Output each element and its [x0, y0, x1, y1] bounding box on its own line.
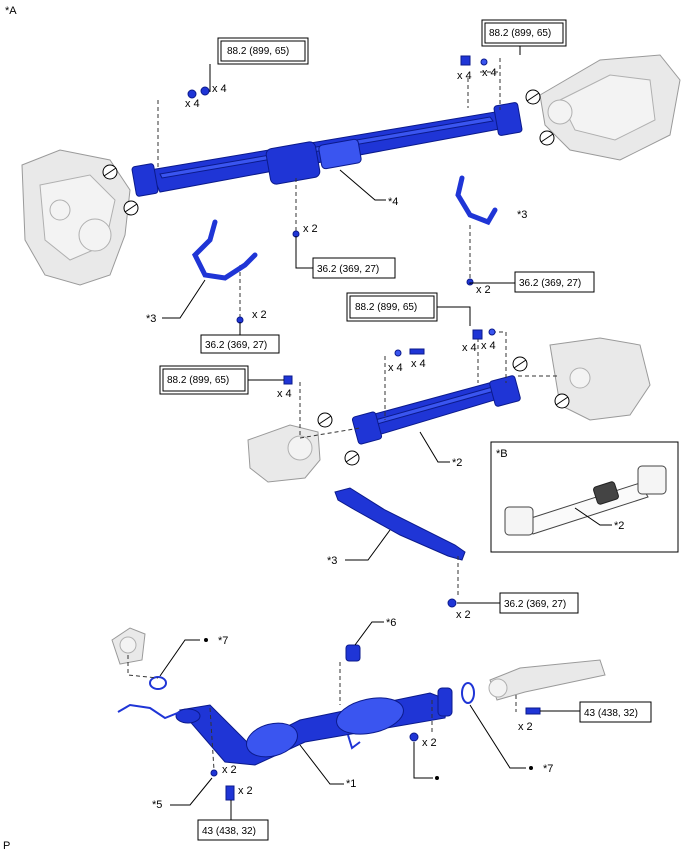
quantity-label: x 4: [212, 83, 227, 95]
torque-value: 88.2 (899, 65): [355, 302, 417, 313]
arrow-icon: [317, 356, 570, 466]
torque-spec-box: 88.2 (899, 65): [346, 292, 438, 322]
callout-label: *2: [614, 520, 624, 532]
nut-icon: [447, 598, 457, 608]
inlet-flange: [175, 708, 201, 724]
torque-value: 36.2 (369, 27): [504, 599, 566, 610]
non-reusable-dot: [435, 776, 439, 780]
quantity-label: x 2: [518, 721, 533, 733]
front-flange-yoke: [131, 163, 159, 197]
torque-value: 36.2 (369, 27): [519, 278, 581, 289]
callout-label: *3: [327, 555, 337, 567]
quantity-label: x 4: [462, 342, 477, 354]
quantity-label: x 4: [482, 67, 497, 79]
catalytic-converter-rear: [336, 697, 404, 735]
arrow-icon: [102, 89, 555, 216]
torque-value: 43 (438, 32): [584, 708, 638, 719]
heat-insulator-left: [191, 219, 258, 281]
torque-spec-box: 36.2 (369, 27): [514, 271, 595, 293]
rear-flange-yoke: [493, 102, 523, 136]
support-bracket: [334, 487, 466, 561]
non-reusable-dot: [529, 766, 533, 770]
torque-spec-box: 43 (438, 32): [579, 701, 652, 723]
nut-icon: [283, 328, 496, 385]
view-a-label: *A: [5, 5, 17, 17]
quantity-label: x 2: [252, 309, 267, 321]
quantity-label: x 2: [222, 764, 237, 776]
callout-label: *7: [218, 635, 228, 647]
quantity-label: x 4: [481, 340, 496, 352]
torque-value: 88.2 (899, 65): [489, 28, 551, 39]
quantity-label: x 2: [303, 223, 318, 235]
torque-spec-box: 36.2 (369, 27): [499, 592, 579, 614]
torque-value: 88.2 (899, 65): [167, 375, 229, 386]
torque-spec-box: 36.2 (369, 27): [312, 257, 396, 279]
front-exhaust-pipe: [175, 687, 453, 766]
exhaust-manifold-stub: [111, 627, 146, 665]
propeller-shaft-rear: [351, 375, 521, 445]
torque-value: 36.2 (369, 27): [205, 340, 267, 351]
quantity-label: x 4: [411, 358, 426, 370]
propeller-shaft-front: [131, 102, 523, 197]
callout-label: *7: [543, 763, 553, 775]
page-code-label: P: [3, 840, 10, 852]
callout-label: *6: [386, 617, 396, 629]
catalytic-converter-front: [246, 722, 298, 758]
transfer-housing: [247, 424, 321, 483]
torque-spec-box: 36.2 (369, 27): [200, 334, 280, 354]
slip-joint: [318, 138, 362, 170]
callout-label: *2: [452, 457, 462, 469]
quantity-label: x 2: [238, 785, 253, 797]
non-reusable-dot: [204, 638, 208, 642]
center-bearing: [265, 141, 321, 185]
callout-label: *3: [146, 313, 156, 325]
callout-label: *5: [152, 799, 162, 811]
exhaust-hanger: [345, 644, 361, 662]
quantity-label: x 2: [456, 609, 471, 621]
torque-value: 43 (438, 32): [202, 826, 256, 837]
differential-housing: [539, 54, 681, 161]
torque-spec-box: 88.2 (899, 65): [217, 37, 309, 65]
torque-value: 88.2 (899, 65): [227, 46, 289, 57]
quantity-label: x 4: [388, 362, 403, 374]
tail-pipe-stub: [488, 659, 606, 701]
callout-label: *3: [517, 209, 527, 221]
torque-value: 36.2 (369, 27): [317, 264, 379, 275]
callout-label: *1: [346, 778, 356, 790]
view-b-label: *B: [496, 448, 508, 460]
quantity-label: x 4: [185, 98, 200, 110]
callout-label: *4: [388, 196, 398, 208]
gasket-ring: [461, 682, 475, 704]
heat-insulator-right: [455, 175, 498, 226]
front-flange-yoke: [351, 411, 383, 445]
quantity-label: x 4: [277, 388, 292, 400]
rear-flange-yoke: [489, 375, 521, 407]
torque-spec-box: 88.2 (899, 65): [481, 19, 567, 47]
view-b-inset: *B *2: [490, 441, 679, 553]
gasket-ring: [149, 676, 167, 690]
quantity-label: x 2: [476, 284, 491, 296]
rear-differential-housing: [549, 337, 651, 421]
quantity-label: x 4: [457, 70, 472, 82]
torque-spec-box: 88.2 (899, 65): [159, 365, 249, 395]
transmission-housing: [21, 149, 131, 286]
nut-icon: [187, 55, 488, 324]
torque-spec-box: 43 (438, 32): [197, 819, 269, 841]
quantity-label: x 2: [422, 737, 437, 749]
